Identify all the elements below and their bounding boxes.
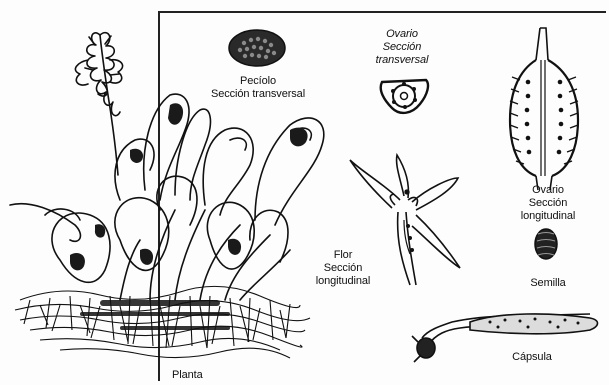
label-ovary-transverse: Ovario Sección transversal: [362, 28, 442, 67]
ovary-cross-section: [381, 80, 428, 113]
petiole-cross-section: [229, 30, 285, 66]
label-flower-line2: Sección: [304, 262, 382, 275]
label-petiole: Pecíolo Sección transversal: [206, 75, 310, 101]
label-petiole-line1: Pecíolo: [206, 75, 310, 88]
label-ovary-longitudinal-line3: longitudinal: [512, 210, 584, 223]
label-ovary-transverse-line3: transversal: [362, 54, 442, 67]
label-flower: Flor Sección longitudinal: [304, 249, 382, 288]
label-flower-line1: Flor: [304, 249, 382, 262]
flower-spike: [75, 33, 122, 175]
root-texture: [80, 300, 230, 330]
roots: [15, 286, 310, 358]
label-petiole-line2: Sección transversal: [206, 88, 310, 101]
label-ovary-longitudinal: Ovario Sección longitudinal: [512, 184, 584, 223]
label-flower-line3: longitudinal: [304, 275, 382, 288]
petioles: [10, 176, 288, 282]
label-ovary-longitudinal-line1: Ovario: [512, 184, 584, 197]
ovary-longitudinal-section: [510, 28, 578, 190]
label-ovary-transverse-line2: Sección: [362, 41, 442, 54]
label-capsule: Cápsula: [500, 351, 564, 364]
label-seed: Semilla: [520, 277, 576, 290]
label-ovary-longitudinal-line2: Sección: [512, 197, 584, 210]
label-ovary-transverse-line1: Ovario: [362, 28, 442, 41]
seed: [535, 229, 557, 259]
label-plant: Planta: [172, 369, 212, 382]
